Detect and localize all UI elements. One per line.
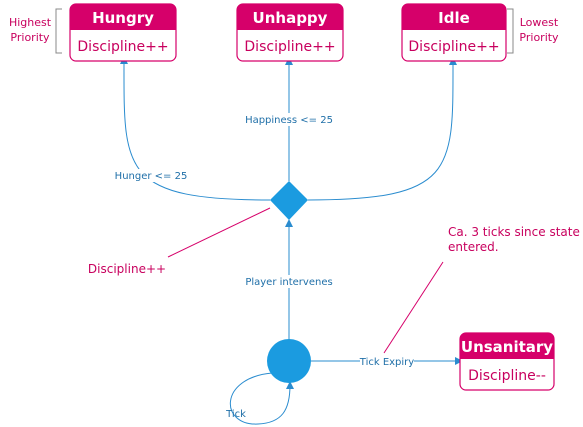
edge-label-happiness: Happiness <= 25: [245, 115, 333, 126]
highest-priority-bracket: Highest Priority: [9, 8, 62, 54]
state-unsanitary[interactable]: Unsanitary Discipline--: [459, 332, 555, 391]
state-hungry-title: Hungry: [92, 9, 154, 27]
state-unhappy[interactable]: Unhappy Discipline++: [236, 3, 344, 62]
decision-diamond[interactable]: [270, 181, 308, 220]
state-unsanitary-title: Unsanitary: [461, 338, 553, 356]
state-hungry[interactable]: Hungry Discipline++: [69, 3, 177, 62]
edge-label-player: Player intervenes: [245, 277, 332, 288]
highest-priority-line1: Highest: [9, 16, 52, 29]
state-hungry-action: Discipline++: [77, 39, 168, 55]
state-idle-title: Idle: [438, 9, 470, 27]
edge-label-hunger: Hunger <= 25: [115, 171, 188, 182]
state-idle-action: Discipline++: [408, 39, 499, 55]
highest-priority-line2: Priority: [10, 31, 50, 44]
edge-tick-self-loop: [230, 372, 294, 425]
lowest-priority-bracket: Lowest Priority: [507, 8, 559, 54]
note-ticks-line2: entered.: [448, 240, 499, 254]
note-line-discipline: [167, 207, 271, 258]
edge-label-tick-expiry: Tick Expiry: [359, 357, 415, 368]
note-discipline: Discipline++: [88, 262, 166, 276]
lowest-priority-line1: Lowest: [520, 16, 559, 29]
initial-state-circle[interactable]: [267, 339, 311, 383]
edge-label-tick: Tick: [225, 409, 246, 420]
edge-idle: [307, 57, 458, 201]
state-idle[interactable]: Idle Discipline++: [401, 3, 507, 62]
state-unhappy-title: Unhappy: [253, 9, 328, 27]
note-ticks-line1: Ca. 3 ticks since state: [448, 225, 580, 239]
note-line-ticks: [383, 261, 444, 354]
state-unsanitary-action: Discipline--: [468, 368, 546, 384]
lowest-priority-line2: Priority: [519, 31, 559, 44]
state-unhappy-action: Discipline++: [244, 39, 335, 55]
